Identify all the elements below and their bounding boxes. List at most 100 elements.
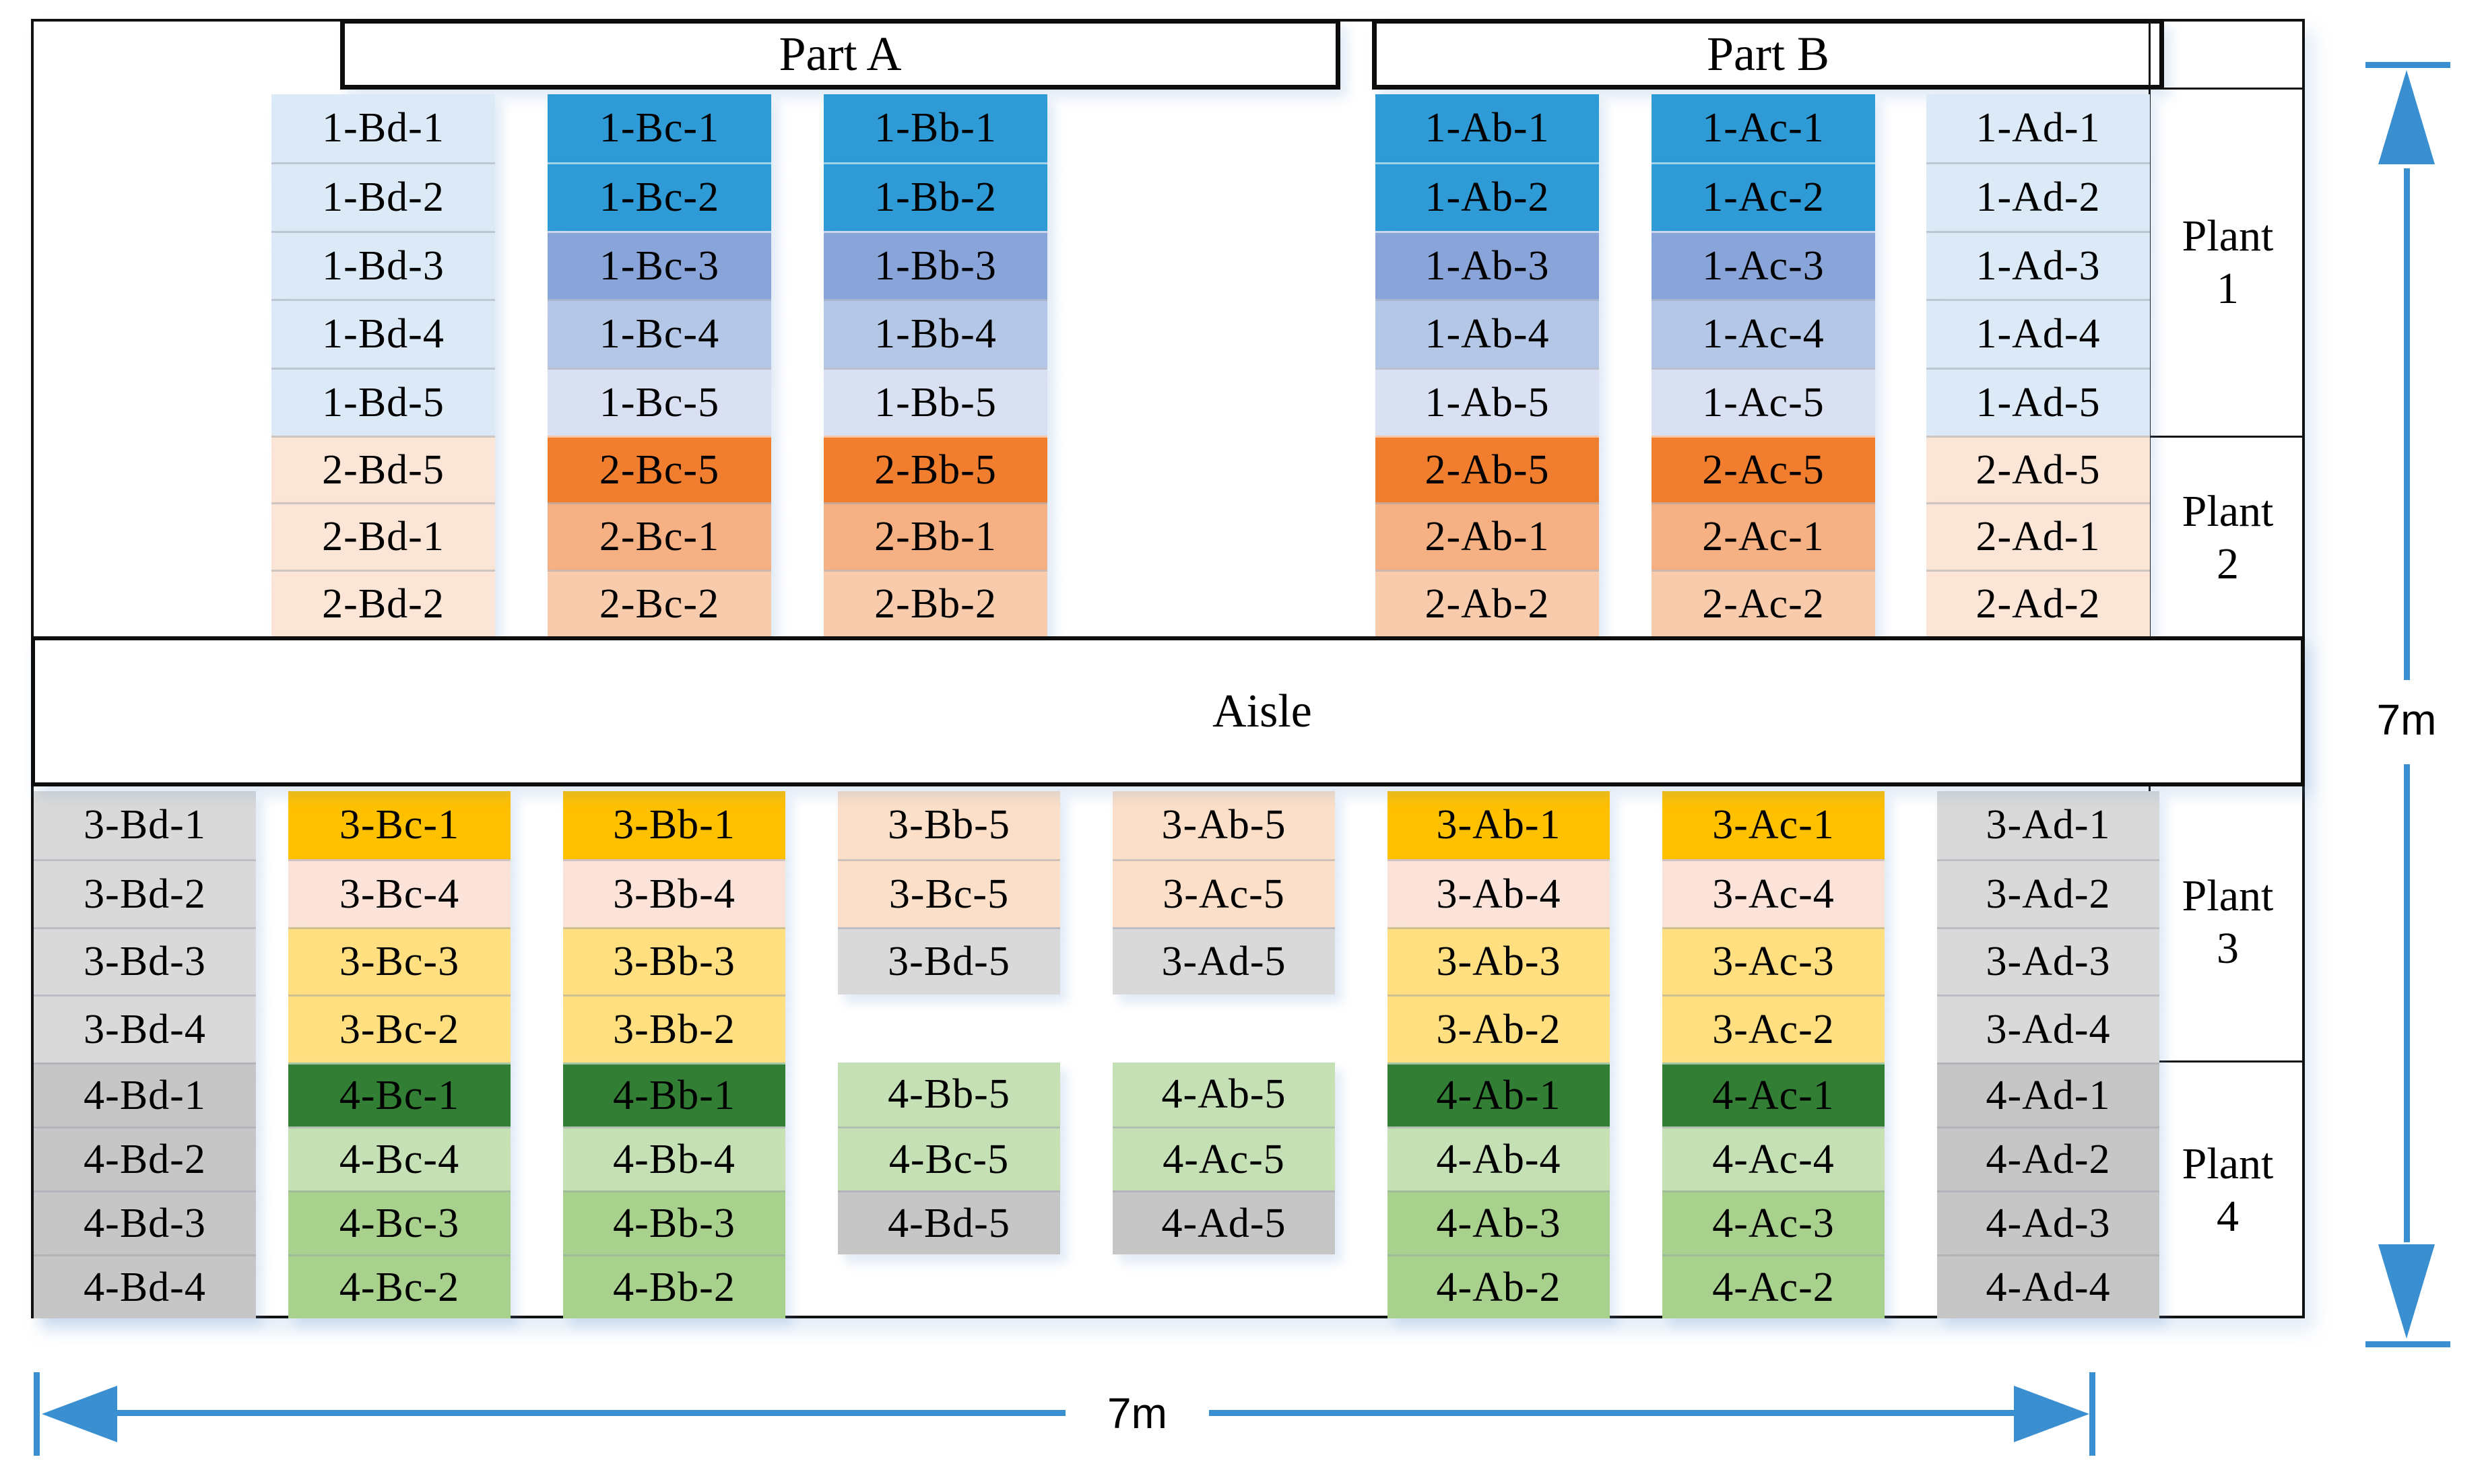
cell-4-Bd-1: 4-Bd-1: [34, 1063, 256, 1126]
cell-4-Bc-5: 4-Bc-5: [838, 1126, 1060, 1190]
right-dim-bottom-tick: [2365, 1341, 2450, 1347]
cell-4-Ad-4: 4-Ad-4: [1937, 1254, 2159, 1318]
cell-3-Bd-5: 3-Bd-5: [838, 927, 1060, 994]
empty-slot: [1113, 994, 1335, 1063]
cell-4-Ac-4: 4-Ac-4: [1662, 1126, 1885, 1190]
plant-3-word: Plant: [2182, 871, 2274, 921]
cell-4-Ac-2: 4-Ac-2: [1662, 1254, 1885, 1318]
cell-1-Ac-4: 1-Ac-4: [1652, 299, 1875, 368]
plant-2-word: Plant: [2182, 486, 2274, 536]
cell-3-Ad-5: 3-Ad-5: [1113, 927, 1335, 994]
cell-1-Bd-4: 1-Bd-4: [271, 299, 495, 368]
cell-4-Ab-5: 4-Ab-5: [1113, 1063, 1335, 1126]
cell-1-Ad-3: 1-Ad-3: [1926, 231, 2150, 299]
cell-1-Ab-3: 1-Ab-3: [1375, 231, 1599, 299]
cell-2-Bb-1: 2-Bb-1: [824, 502, 1047, 570]
cell-3-Ac-3: 3-Ac-3: [1662, 927, 1885, 994]
cell-1-Ad-2: 1-Ad-2: [1926, 162, 2150, 231]
cell-1-Bb-4: 1-Bb-4: [824, 299, 1047, 368]
cell-1-Ac-5: 1-Ac-5: [1652, 368, 1875, 436]
part-b-label: Part B: [1706, 27, 1829, 81]
cell-3-Bb-4: 3-Bb-4: [563, 859, 785, 927]
cell-1-Ac-2: 1-Ac-2: [1652, 162, 1875, 231]
cell-1-Ac-1: 1-Ac-1: [1652, 94, 1875, 162]
cell-4-Ab-4: 4-Ab-4: [1387, 1126, 1610, 1190]
cell-1-Bb-3: 1-Bb-3: [824, 231, 1047, 299]
bottom-dim-left-tick: [34, 1372, 40, 1456]
cell-4-Bc-1: 4-Bc-1: [288, 1063, 511, 1126]
plant-1-number: 1: [2217, 264, 2239, 313]
right-dim-line-bottom-segment: [2404, 764, 2410, 1242]
cell-2-Ab-2: 2-Ab-2: [1375, 570, 1599, 636]
cell-4-Ab-3: 4-Ab-3: [1387, 1190, 1610, 1254]
cell-3-Bb-1: 3-Bb-1: [563, 791, 785, 859]
cell-4-Bd-2: 4-Bd-2: [34, 1126, 256, 1190]
cell-2-Ac-2: 2-Ac-2: [1652, 570, 1875, 636]
cell-3-Bc-5: 3-Bc-5: [838, 859, 1060, 927]
cell-1-Ad-5: 1-Ad-5: [1926, 368, 2150, 436]
aisle-label: Aisle: [1212, 685, 1312, 737]
cell-4-Bb-4: 4-Bb-4: [563, 1126, 785, 1190]
cell-3-Ac-4: 3-Ac-4: [1662, 859, 1885, 927]
right-dim-top-tick: [2365, 62, 2450, 68]
cell-2-Ac-5: 2-Ac-5: [1652, 436, 1875, 502]
cell-4-Ad-5: 4-Ad-5: [1113, 1190, 1335, 1254]
cell-3-Ab-2: 3-Ab-2: [1387, 994, 1610, 1063]
cell-4-Ad-1: 4-Ad-1: [1937, 1063, 2159, 1126]
plant-3-label-cell: Plant 3: [2151, 784, 2305, 1063]
bottom-dim-line-left-segment: [115, 1410, 1066, 1416]
aisle-band: Aisle: [31, 636, 2305, 786]
part-b-header-box: Part B: [1372, 19, 2164, 90]
cell-3-Bc-2: 3-Bc-2: [288, 994, 511, 1063]
part-a-header-box: Part A: [340, 19, 1340, 90]
bottom-dim-line-right-segment: [1209, 1410, 2015, 1416]
cell-4-Ac-5: 4-Ac-5: [1113, 1126, 1335, 1190]
plant-4-label-cell: Plant 4: [2151, 1063, 2305, 1318]
cell-1-Ab-1: 1-Ab-1: [1375, 94, 1599, 162]
cell-4-Ab-2: 4-Ab-2: [1387, 1254, 1610, 1318]
cell-1-Ac-3: 1-Ac-3: [1652, 231, 1875, 299]
cell-3-Ac-1: 3-Ac-1: [1662, 791, 1885, 859]
cell-2-Bc-5: 2-Bc-5: [548, 436, 771, 502]
cell-3-Ab-4: 3-Ab-4: [1387, 859, 1610, 927]
cell-3-Bd-2: 3-Bd-2: [34, 859, 256, 927]
cell-2-Ad-2: 2-Ad-2: [1926, 570, 2150, 636]
empty-slot: [1113, 1254, 1335, 1318]
cell-4-Bc-2: 4-Bc-2: [288, 1254, 511, 1318]
right-dim-bottom-arrowhead-icon: [2378, 1244, 2435, 1339]
cell-1-Bc-5: 1-Bc-5: [548, 368, 771, 436]
plant-4-word: Plant: [2182, 1139, 2274, 1189]
cell-2-Ad-1: 2-Ad-1: [1926, 502, 2150, 570]
cell-2-Bb-5: 2-Bb-5: [824, 436, 1047, 502]
cell-4-Bd-5: 4-Bd-5: [838, 1190, 1060, 1254]
cell-3-Ab-1: 3-Ab-1: [1387, 791, 1610, 859]
cell-1-Bd-1: 1-Bd-1: [271, 94, 495, 162]
cell-2-Bb-2: 2-Bb-2: [824, 570, 1047, 636]
plant-1-word: Plant: [2182, 211, 2274, 261]
cell-4-Bd-4: 4-Bd-4: [34, 1254, 256, 1318]
right-dim-label: 7m: [2376, 696, 2437, 744]
plant-2-number: 2: [2217, 539, 2239, 588]
cell-1-Ad-1: 1-Ad-1: [1926, 94, 2150, 162]
cell-4-Bb-1: 4-Bb-1: [563, 1063, 785, 1126]
cell-1-Bc-4: 1-Bc-4: [548, 299, 771, 368]
cell-4-Bb-2: 4-Bb-2: [563, 1254, 785, 1318]
cell-2-Bd-2: 2-Bd-2: [271, 570, 495, 636]
cell-1-Bb-1: 1-Bb-1: [824, 94, 1047, 162]
bottom-dim-label: 7m: [1107, 1389, 1167, 1438]
plant-2-label-cell: Plant 2: [2151, 438, 2305, 640]
cell-3-Ad-4: 3-Ad-4: [1937, 994, 2159, 1063]
cell-4-Bb-3: 4-Bb-3: [563, 1190, 785, 1254]
